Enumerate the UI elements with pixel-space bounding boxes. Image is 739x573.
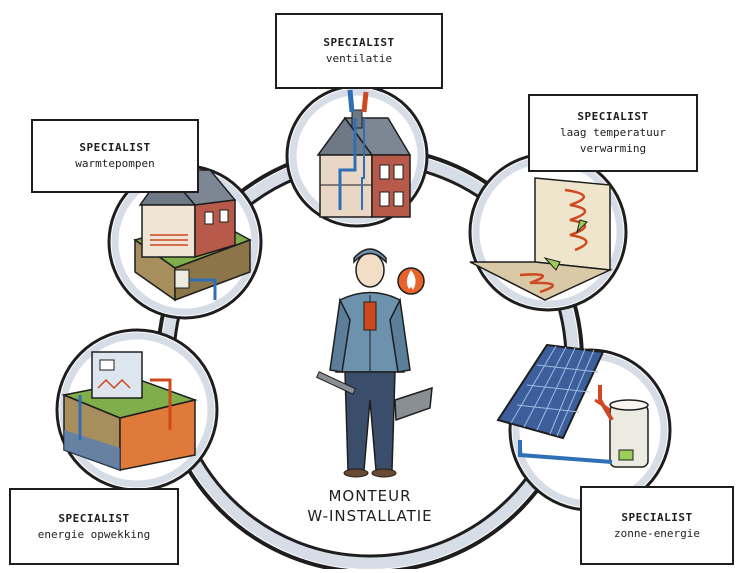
box-ventilatie-title: SPECIALIST (323, 36, 395, 49)
energie-illustration (61, 351, 198, 472)
box-ventilatie-subtitle: ventilatie (325, 52, 393, 65)
zonne-illustration (496, 343, 649, 468)
box-warmtepompen-title: SPECIALIST (79, 141, 151, 154)
box-energie-title: SPECIALIST (58, 511, 130, 525)
center-title-line2: W-INSTALLATIE (307, 507, 433, 525)
box-lage-temp-subtitle-1: laag temperatuur (560, 126, 666, 139)
ventilatie-house-illustration (316, 89, 412, 218)
monteur-figure (315, 248, 433, 478)
box-lage-temp-title: SPECIALIST (577, 110, 649, 123)
box-lage-temp-subtitle-2: verwarming (579, 142, 647, 155)
box-energie: SPECIALIST energie opwekking (9, 488, 179, 565)
box-warmtepompen: SPECIALIST warmtepompen (31, 119, 199, 193)
box-ventilatie: SPECIALIST ventilatie (275, 13, 443, 89)
flame-badge-icon (397, 267, 425, 295)
box-zonne: SPECIALIST zonne-energie (580, 486, 734, 565)
center-title: MONTEUR W-INSTALLATIE (300, 486, 440, 526)
box-zonne-subtitle: zonne-energie (613, 526, 701, 540)
center-title-line1: MONTEUR (328, 487, 412, 505)
box-warmtepompen-subtitle: warmtepompen (75, 157, 155, 170)
warmtepompen-illustration (133, 168, 252, 302)
box-lage-temp: SPECIALIST laag temperatuur verwarming (528, 94, 698, 172)
box-zonne-title: SPECIALIST (621, 510, 693, 524)
lage-temp-illustration (469, 177, 613, 301)
box-energie-subtitle: energie opwekking (37, 527, 151, 541)
